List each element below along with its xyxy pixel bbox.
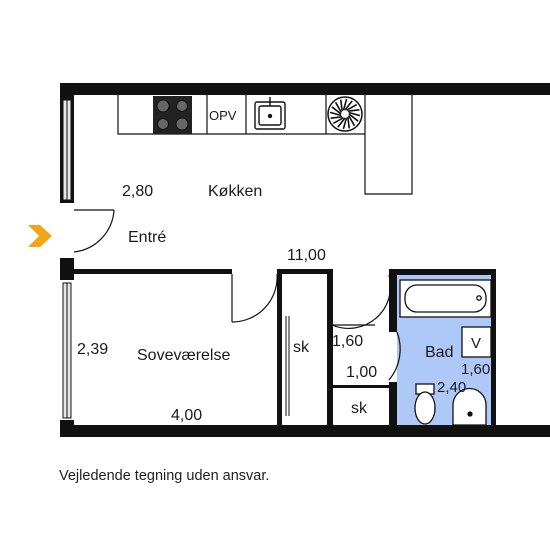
fan-blade <box>347 116 351 129</box>
wall-bedroom-right <box>277 269 282 427</box>
wall-bedroom-top-right <box>278 269 333 274</box>
entry-label: Entré <box>128 229 166 246</box>
fan-blade <box>342 98 348 111</box>
wall-bath-right <box>491 269 496 427</box>
opv-label: OPV <box>209 108 237 123</box>
wall-bath-left-low <box>389 382 397 427</box>
fan-blade <box>348 111 361 117</box>
bathtub-icon <box>399 279 492 318</box>
closet-hall-label: sk <box>351 400 368 417</box>
walls <box>60 83 550 437</box>
stove-icon <box>153 96 192 134</box>
dim-hall-width: 1,60 <box>332 333 363 350</box>
fan-blade <box>344 100 353 111</box>
toilet-icon <box>414 383 436 425</box>
dim-kitchen-width: 2,80 <box>122 183 153 200</box>
washer-box <box>461 326 492 358</box>
fan-blade <box>347 115 356 127</box>
entry-arrow-icon <box>28 225 52 247</box>
wall-closet-right <box>327 269 333 427</box>
wall-bedroom-top <box>74 269 232 274</box>
doors <box>73 209 401 381</box>
fan-blade <box>332 116 344 125</box>
wall-bath-top <box>389 269 495 275</box>
wall-left-mid <box>60 258 74 280</box>
fan-blade <box>347 108 360 112</box>
kitchen-counter <box>117 95 413 195</box>
fan-blade <box>342 117 348 130</box>
disclaimer-text: Vejledende tegning uden ansvar. <box>59 468 270 484</box>
bedroom-label: Soveværelse <box>137 347 230 364</box>
wall-top <box>60 83 550 95</box>
fan-blade <box>334 101 343 113</box>
dim-bedroom-length: 4,00 <box>171 407 202 424</box>
wardrobe-sliding <box>285 316 290 416</box>
kitchen-label: Køkken <box>208 183 262 200</box>
fan-blade <box>348 113 359 122</box>
wall-hall-closet <box>333 385 389 388</box>
dim-bath-length: 2,40 <box>437 379 466 396</box>
fan-icon <box>327 96 363 132</box>
fan-blade <box>330 116 343 120</box>
wall-bath-left <box>389 269 397 332</box>
fan-blade <box>337 117 346 128</box>
fan-blade <box>339 99 343 112</box>
dim-bath-width: 1,60 <box>461 361 490 378</box>
windows <box>62 99 72 419</box>
fan-blade <box>331 106 342 115</box>
sink-icon <box>254 97 286 130</box>
dim-total-length: 11,00 <box>287 247 326 264</box>
fan-blade <box>346 103 358 112</box>
wall-bottom <box>60 425 550 437</box>
bath-sink-icon <box>452 387 487 426</box>
bath-label: Bad <box>425 344 453 361</box>
dim-hall-depth: 1,00 <box>346 364 377 381</box>
fan-blade <box>329 111 342 117</box>
closet-bedroom-label: sk <box>293 339 310 356</box>
dim-bedroom-width: 2,39 <box>77 341 108 358</box>
wall-left-bottom <box>60 420 74 437</box>
washer-label: V <box>471 335 481 352</box>
